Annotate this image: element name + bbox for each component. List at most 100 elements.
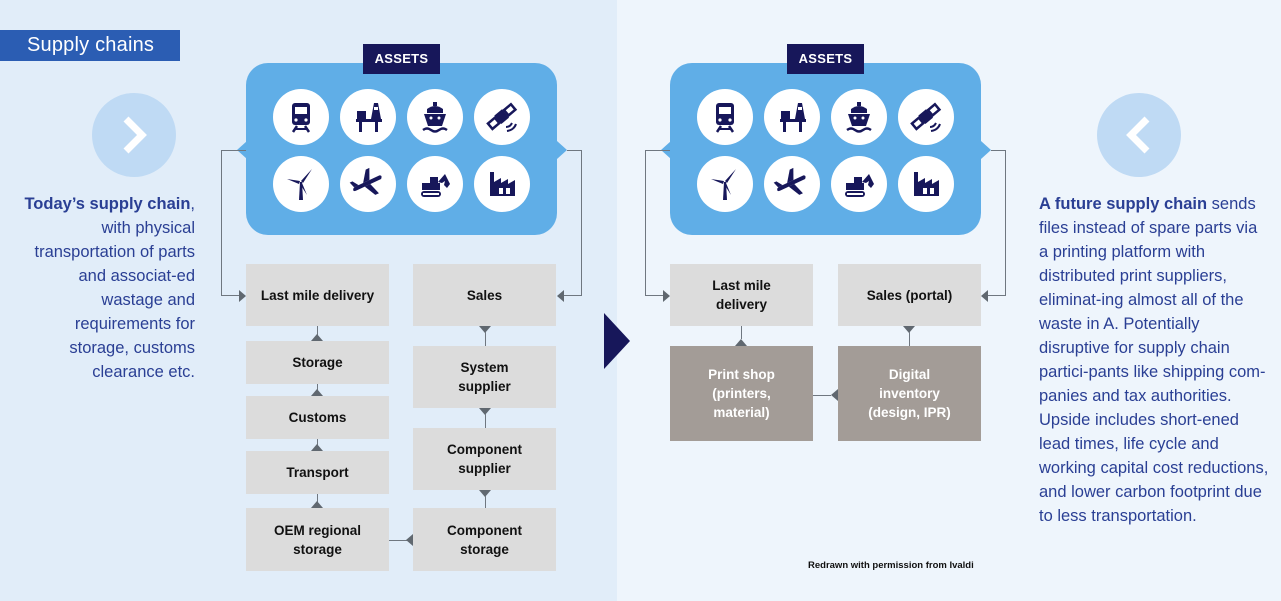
assets-notch: [981, 141, 991, 159]
box-label: Customs: [288, 410, 347, 425]
future-step-digital-inventory: Digital inventory (design, IPR): [838, 346, 981, 441]
asset-icon-circle: [340, 89, 396, 145]
chevron-left-icon: [1126, 116, 1150, 154]
arrow-up-icon: [311, 444, 323, 451]
transition-arrow-icon: [604, 313, 630, 369]
arrow-left-icon: [557, 290, 564, 302]
asset-icon-circle: [407, 89, 463, 145]
future-step-last-mile-delivery: Last mile delivery: [670, 264, 813, 326]
arrow-down-icon: [903, 326, 915, 333]
connector-line: [581, 150, 582, 296]
connector-line: [645, 150, 646, 296]
arrow-up-icon: [735, 339, 747, 346]
chain-step-last-mile-delivery: Last mile delivery: [246, 264, 389, 326]
wind-turbine-icon: [711, 169, 736, 200]
future-step-sales-portal: Sales (portal): [838, 264, 981, 326]
chevron-right-icon: [123, 116, 147, 154]
box-label: Last mile delivery: [260, 287, 375, 303]
chain-step-component-supplier: Component supplier: [413, 428, 556, 490]
asset-icon-circle: [831, 156, 887, 212]
section-title: Supply chains: [0, 30, 180, 61]
oil-platform-icon: [780, 103, 806, 132]
airplane-icon: [773, 167, 806, 195]
arrow-down-icon: [479, 490, 491, 497]
current-chain-text: , with physical transportation of parts …: [34, 195, 195, 381]
connector-line: [317, 439, 318, 445]
excavator-icon: [845, 174, 874, 197]
chain-step-storage: Storage: [246, 341, 389, 384]
arrow-left-icon: [981, 290, 988, 302]
chain-step-sales: Sales: [413, 264, 556, 326]
connector-line: [991, 150, 1005, 151]
asset-icon-circle: [273, 156, 329, 212]
airplane-icon: [349, 167, 382, 195]
box-label: Component supplier: [447, 442, 522, 476]
future-step-print-shop: Print shop (printers, material): [670, 346, 813, 441]
arrow-up-icon: [311, 501, 323, 508]
arrow-down-icon: [479, 326, 491, 333]
chain-step-customs: Customs: [246, 396, 389, 439]
box-label: Sales: [466, 287, 503, 303]
factory-icon: [490, 172, 515, 196]
connector-line: [986, 295, 1006, 296]
box-label: OEM regional storage: [273, 522, 361, 557]
box-label: Storage: [292, 355, 343, 370]
future-chain-description: A future supply chain sends files instea…: [1039, 192, 1269, 528]
asset-icon-circle: [697, 89, 753, 145]
box-label: Last mile delivery: [712, 278, 771, 312]
asset-icon-circle: [474, 156, 530, 212]
connector-line: [485, 496, 486, 508]
asset-icon-circle: [407, 156, 463, 212]
arrow-right-icon: [239, 290, 246, 302]
arrow-left-icon: [406, 534, 413, 546]
asset-icon-circle: [273, 89, 329, 145]
arrow-right-icon: [663, 290, 670, 302]
connector-line: [562, 295, 582, 296]
connector-line: [1005, 150, 1006, 296]
box-label: Component storage: [447, 522, 522, 557]
excavator-icon: [421, 174, 450, 197]
asset-icon-circle: [831, 89, 887, 145]
oil-platform-icon: [356, 103, 382, 132]
asset-icon-circle: [764, 89, 820, 145]
credit-note: Redrawn with permission from Ivaldi: [808, 560, 974, 571]
assets-label: ASSETS: [787, 44, 864, 74]
asset-icon-circle: [697, 156, 753, 212]
previous-button[interactable]: [1097, 93, 1181, 177]
box-label: Print shop (printers, material): [708, 367, 775, 420]
satellite-icon: [486, 102, 518, 132]
next-button[interactable]: [92, 93, 176, 177]
wind-turbine-icon: [287, 169, 312, 200]
connector-line: [317, 494, 318, 502]
connector-line: [221, 150, 246, 151]
box-label: Transport: [286, 465, 349, 480]
asset-icon-circle: [764, 156, 820, 212]
future-chain-heading: A future supply chain: [1039, 195, 1208, 213]
connector-line: [221, 150, 222, 296]
train-icon: [715, 103, 735, 133]
train-icon: [291, 103, 311, 133]
chain-step-oem-regional-storage: OEM regional storage: [246, 508, 389, 571]
connector-line: [221, 295, 241, 296]
connector-line: [813, 395, 831, 396]
connector-line: [389, 540, 407, 541]
arrow-up-icon: [311, 334, 323, 341]
connector-line: [485, 414, 486, 428]
arrow-left-icon: [831, 389, 838, 401]
connector-line: [317, 326, 318, 335]
connector-line: [645, 150, 670, 151]
arrow-down-icon: [479, 408, 491, 415]
connector-line: [567, 150, 581, 151]
connector-line: [485, 332, 486, 346]
connector-line: [741, 326, 742, 339]
ship-icon: [846, 102, 872, 133]
asset-icon-circle: [474, 89, 530, 145]
connector-line: [645, 295, 665, 296]
assets-label: ASSETS: [363, 44, 440, 74]
asset-icon-circle: [898, 156, 954, 212]
box-label: Sales (portal): [866, 287, 953, 303]
box-label: Digital inventory (design, IPR): [868, 367, 951, 420]
connector-line: [909, 332, 910, 346]
current-chain-heading: Today’s supply chain: [24, 195, 191, 213]
arrow-up-icon: [311, 389, 323, 396]
